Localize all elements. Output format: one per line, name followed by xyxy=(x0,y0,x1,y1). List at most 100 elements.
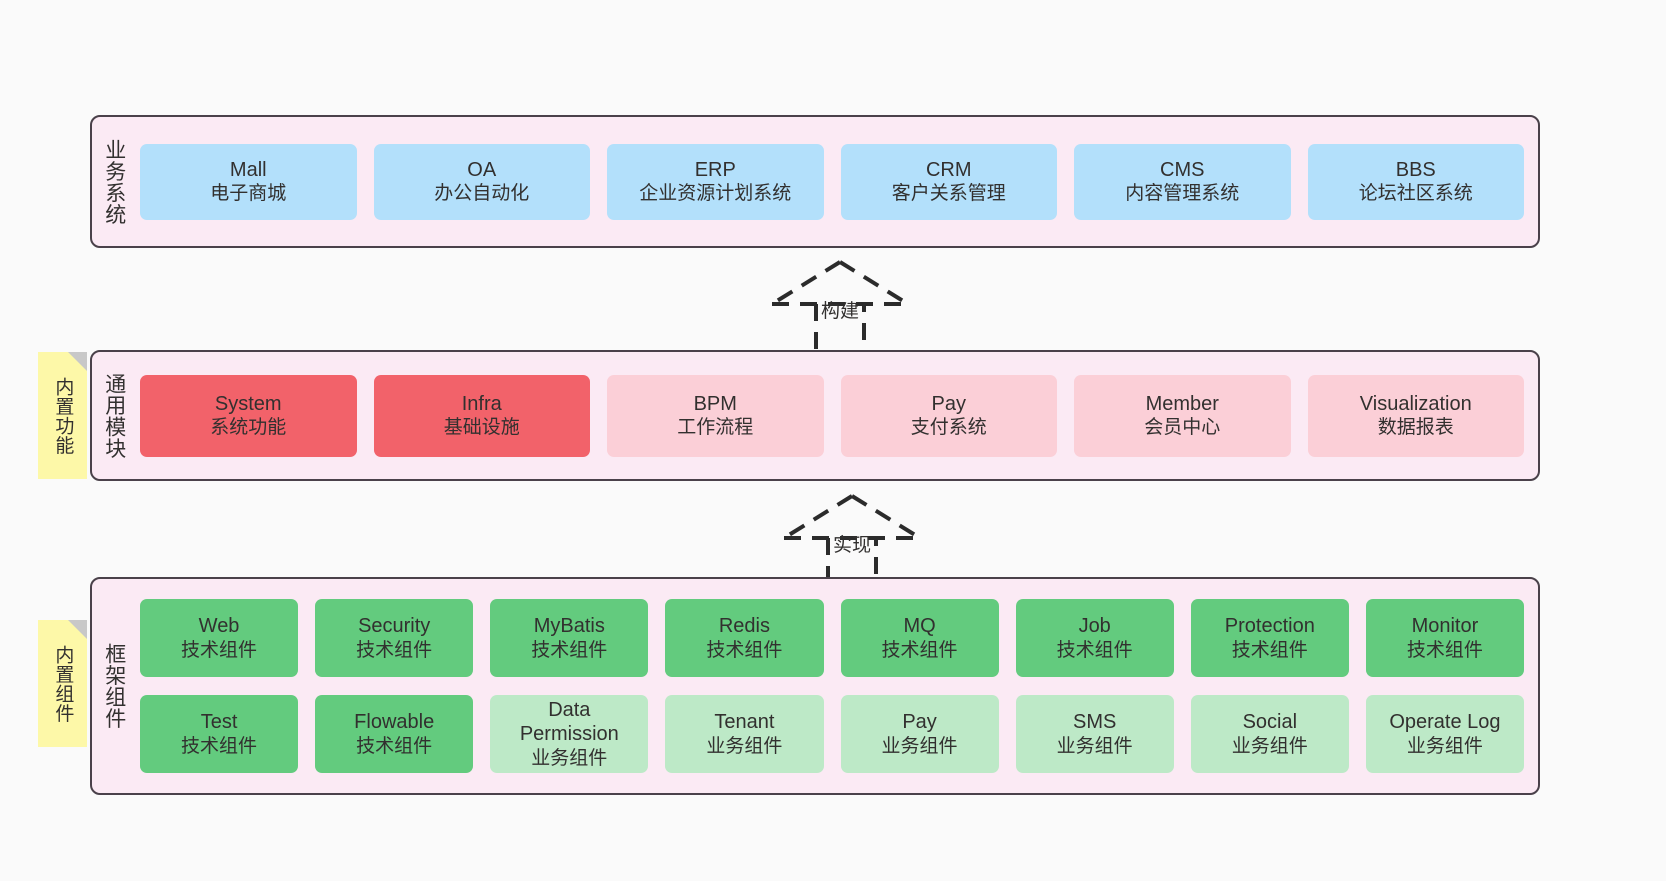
node-subtitle: 技术组件 xyxy=(181,639,258,661)
node-title: Infra xyxy=(461,392,502,415)
node-subtitle: 企业资源计划系统 xyxy=(639,183,792,205)
node-title: CMS xyxy=(1160,158,1205,181)
node-title: BPM xyxy=(693,392,737,415)
node-subtitle: 技术组件 xyxy=(1231,639,1308,661)
node-infra[interactable]: Infra 基础设施 xyxy=(373,374,590,457)
layer-module-title: 通用模块 xyxy=(102,372,126,459)
layer-module-row: System 系统功能 Infra 基础设施 BPM 工作流程 Pay 支付系统… xyxy=(140,374,1524,457)
node-subtitle: 办公自动化 xyxy=(434,183,530,205)
dashed-hollow-arrow-icon xyxy=(770,260,910,356)
layer-module-body: System 系统功能 Infra 基础设施 BPM 工作流程 Pay 支付系统… xyxy=(136,352,1538,479)
node-subtitle: 支付系统 xyxy=(910,417,987,439)
node-subtitle: 内容管理系统 xyxy=(1125,183,1240,205)
node-title: Member xyxy=(1145,392,1219,415)
layer-common-module: 通用模块 System 系统功能 Infra 基础设施 BPM 工作流程 Pay… xyxy=(90,350,1540,481)
node-title: Social xyxy=(1242,711,1298,734)
layer-business-title: 业务系统 xyxy=(102,138,126,225)
node-cms[interactable]: CMS 内容管理系统 xyxy=(1074,143,1291,220)
node-subtitle: 业务组件 xyxy=(1406,735,1483,757)
node-subtitle: 系统功能 xyxy=(210,417,287,439)
node-subtitle: 技术组件 xyxy=(531,639,608,661)
layer-business-system: 业务系统 Mall 电子商城 OA 办公自动化 ERP 企业资源计划系统 CRM… xyxy=(90,115,1540,248)
sticky-note-label: 内置功能 xyxy=(52,376,74,455)
node-subtitle: 业务组件 xyxy=(706,735,783,757)
node-subtitle: 电子商城 xyxy=(210,183,287,205)
node-title: ERP xyxy=(694,158,736,181)
layer-frame-row-tech: Web 技术组件 Security 技术组件 MyBatis 技术组件 Redi… xyxy=(140,599,1524,677)
fold-corner-icon xyxy=(68,352,87,371)
node-subtitle: 业务组件 xyxy=(1056,735,1133,757)
node-subtitle: 技术组件 xyxy=(181,735,258,757)
node-title: System xyxy=(214,392,282,415)
node-subtitle: 基础设施 xyxy=(443,417,520,439)
node-title: Operate Log xyxy=(1389,711,1501,734)
sticky-note-label: 内置组件 xyxy=(52,644,74,723)
node-oa[interactable]: OA 办公自动化 xyxy=(373,143,590,220)
node-subtitle: 工作流程 xyxy=(677,417,754,439)
node-title: Test xyxy=(200,711,238,734)
node-data-permission[interactable]: Data Permission 业务组件 xyxy=(490,695,649,773)
node-social[interactable]: Social 业务组件 xyxy=(1190,695,1349,773)
node-subtitle: 技术组件 xyxy=(706,639,783,661)
layer-frame-body: Web 技术组件 Security 技术组件 MyBatis 技术组件 Redi… xyxy=(136,579,1538,793)
layer-frame-row-biz: Test 技术组件 Flowable 技术组件 Data Permission … xyxy=(140,695,1524,773)
node-title: Data Permission xyxy=(519,699,619,746)
node-title: CRM xyxy=(925,158,972,181)
sticky-note-builtin-component: 内置组件 xyxy=(38,620,87,747)
layer-frame-title: 框架组件 xyxy=(102,643,126,729)
node-erp[interactable]: ERP 企业资源计划系统 xyxy=(607,143,824,220)
node-sms[interactable]: SMS 业务组件 xyxy=(1015,695,1174,773)
node-subtitle: 业务组件 xyxy=(1231,735,1308,757)
node-title: Web xyxy=(198,615,240,638)
node-visualization[interactable]: Visualization 数据报表 xyxy=(1307,374,1524,457)
node-bbs[interactable]: BBS 论坛社区系统 xyxy=(1307,143,1524,220)
node-redis[interactable]: Redis 技术组件 xyxy=(665,599,824,677)
node-flowable[interactable]: Flowable 技术组件 xyxy=(315,695,474,773)
connector-build-label: 构建 xyxy=(820,301,860,322)
layer-framework-component: 框架组件 Web 技术组件 Security 技术组件 MyBatis 技术组件… xyxy=(90,577,1540,795)
node-title: Flowable xyxy=(354,711,435,734)
fold-corner-icon xyxy=(68,620,87,639)
node-title: Tenant xyxy=(714,711,775,734)
node-mall[interactable]: Mall 电子商城 xyxy=(140,143,357,220)
node-subtitle: 技术组件 xyxy=(356,735,433,757)
node-title: BBS xyxy=(1395,158,1436,181)
node-pay-module[interactable]: Pay 支付系统 xyxy=(840,374,1057,457)
node-subtitle: 业务组件 xyxy=(881,735,958,757)
node-member[interactable]: Member 会员中心 xyxy=(1074,374,1291,457)
dashed-hollow-arrow-icon xyxy=(782,494,922,590)
node-web[interactable]: Web 技术组件 xyxy=(140,599,299,677)
node-title: Redis xyxy=(718,615,770,638)
node-security[interactable]: Security 技术组件 xyxy=(315,599,474,677)
node-monitor[interactable]: Monitor 技术组件 xyxy=(1365,599,1524,677)
node-title: OA xyxy=(467,158,497,181)
node-mq[interactable]: MQ 技术组件 xyxy=(840,599,999,677)
node-subtitle: 技术组件 xyxy=(1406,639,1483,661)
node-protection[interactable]: Protection 技术组件 xyxy=(1190,599,1349,677)
node-title: MyBatis xyxy=(533,615,605,638)
node-title: Job xyxy=(1078,615,1111,638)
node-title: Monitor xyxy=(1411,615,1479,638)
connector-build: 构建 xyxy=(760,258,920,358)
node-title: Security xyxy=(358,615,431,638)
node-system[interactable]: System 系统功能 xyxy=(140,374,357,457)
node-title: Pay xyxy=(902,711,937,734)
node-job[interactable]: Job 技术组件 xyxy=(1015,599,1174,677)
node-title: SMS xyxy=(1073,711,1117,734)
node-operate-log[interactable]: Operate Log 业务组件 xyxy=(1365,695,1524,773)
node-subtitle: 技术组件 xyxy=(1056,639,1133,661)
node-test[interactable]: Test 技术组件 xyxy=(140,695,299,773)
node-title: MQ xyxy=(903,615,936,638)
node-title: Pay xyxy=(931,392,966,415)
node-subtitle: 论坛社区系统 xyxy=(1358,183,1473,205)
node-subtitle: 会员中心 xyxy=(1144,417,1221,439)
node-title: Visualization xyxy=(1359,392,1472,415)
node-bpm[interactable]: BPM 工作流程 xyxy=(607,374,824,457)
connector-realize: 实现 xyxy=(772,492,932,592)
node-pay-component[interactable]: Pay 业务组件 xyxy=(840,695,999,773)
node-mybatis[interactable]: MyBatis 技术组件 xyxy=(490,599,649,677)
node-crm[interactable]: CRM 客户关系管理 xyxy=(840,143,1057,220)
layer-business-body: Mall 电子商城 OA 办公自动化 ERP 企业资源计划系统 CRM 客户关系… xyxy=(136,117,1538,246)
node-tenant[interactable]: Tenant 业务组件 xyxy=(665,695,824,773)
node-subtitle: 数据报表 xyxy=(1377,417,1454,439)
